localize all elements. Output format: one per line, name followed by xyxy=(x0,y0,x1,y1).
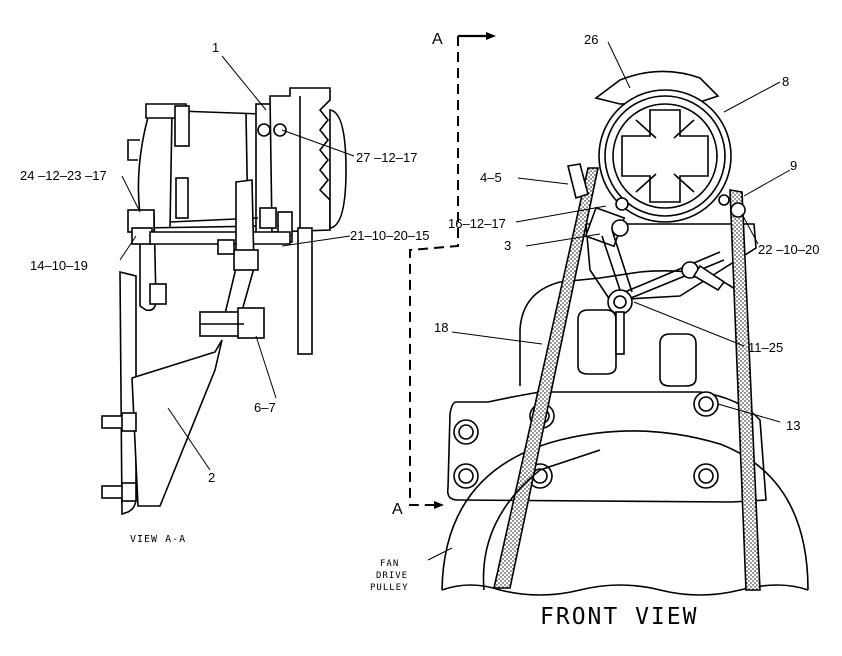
plate-stud-upper-nut xyxy=(121,412,137,432)
callout-27-12-17: 27 –12–17 xyxy=(356,150,417,165)
callout-4-5: 4–5 xyxy=(480,170,502,185)
section-label-bottom: A xyxy=(392,501,403,518)
leader-lines xyxy=(119,41,791,561)
plate-stud-lower-nut xyxy=(121,482,137,502)
caption-view-aa: VIEW A-A xyxy=(130,534,186,545)
caption-fan-line-2: DRIVE xyxy=(376,571,408,581)
belt-side xyxy=(297,227,313,355)
callout-6-7: 6–7 xyxy=(254,400,276,415)
caption-fan-line-3: PULLEY xyxy=(370,583,409,593)
callout-21-10-20-15: 21–10–20–15 xyxy=(350,228,430,243)
flange-bolts xyxy=(453,391,719,489)
front-view-drawing xyxy=(441,70,809,596)
section-label-top: A xyxy=(432,31,443,48)
callout-9: 9 xyxy=(790,158,797,173)
callout-11-25: 11–25 xyxy=(748,340,783,355)
bracket-gusset xyxy=(131,339,223,507)
caption-front-view: FRONT VIEW xyxy=(540,604,698,630)
callout-26: 26 xyxy=(584,32,598,47)
callout-1: 1 xyxy=(212,40,219,55)
fan-drive-pulley-outline xyxy=(441,430,809,591)
callout-13: 13 xyxy=(786,418,800,433)
view-aa-drawing xyxy=(101,87,347,516)
plate-stud-lower xyxy=(101,485,125,499)
callout-16-12-17: 16–12–17 xyxy=(448,216,506,231)
plate-stud-upper xyxy=(101,415,125,429)
callout-3: 3 xyxy=(504,238,511,253)
callout-18: 18 xyxy=(434,320,448,335)
callout-2: 2 xyxy=(208,470,215,485)
adjuster-lever xyxy=(567,163,589,200)
drive-belt xyxy=(493,167,599,589)
pulley-spokes xyxy=(621,109,709,203)
adjusting-bolt xyxy=(607,289,633,315)
callout-8: 8 xyxy=(782,74,789,89)
callout-14-10-19: 14–10–19 xyxy=(30,258,88,273)
callout-22-10-20: 22 –10–20 xyxy=(758,242,819,257)
caption-fan-line-1: FAN xyxy=(380,559,399,569)
section-line: A A xyxy=(392,31,496,518)
callouts: 1 2 3 4–5 6–7 8 9 11–25 13 14–10–19 16–1… xyxy=(20,32,819,485)
callout-24-12-23-17: 24 –12–23 –17 xyxy=(20,168,107,183)
